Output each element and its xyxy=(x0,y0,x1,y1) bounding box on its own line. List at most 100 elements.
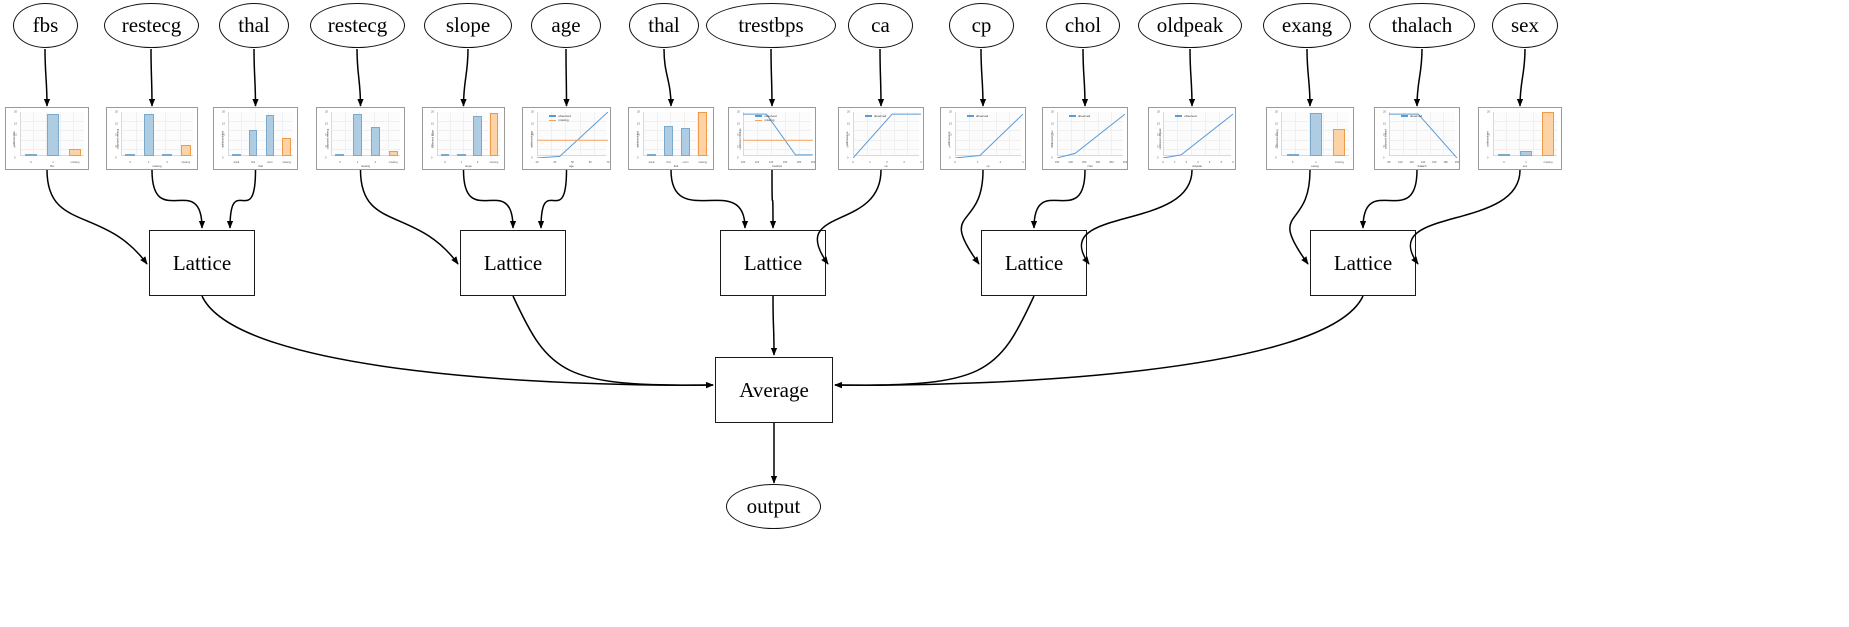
y-tick-label: 15 xyxy=(1157,122,1160,125)
x-tick-label: 160 xyxy=(1432,161,1437,164)
bar-observed-1 xyxy=(47,114,59,156)
gridline-vertical xyxy=(785,112,786,156)
average-box[interactable]: Average xyxy=(715,357,833,423)
legend-label: observed xyxy=(1184,113,1197,118)
gridline-horizontal xyxy=(331,130,400,132)
lattice-box-5[interactable]: Lattice xyxy=(1310,230,1416,296)
feature-node-age[interactable]: age xyxy=(531,3,601,48)
edge-thal-to-calibrator xyxy=(663,48,675,107)
plot-axes: observed xyxy=(955,112,1023,158)
x-tick-label: 2 xyxy=(374,161,377,164)
lattice-box-3[interactable]: Lattice xyxy=(720,230,826,296)
x-tick-label: 200 xyxy=(1454,161,1460,164)
gridline-vertical xyxy=(46,112,48,156)
edge-thal-to-calibrator xyxy=(252,48,259,107)
legend-entry-observed: observed xyxy=(966,114,988,119)
feature-node-trestbps[interactable]: trestbps xyxy=(706,3,836,48)
axis-spine xyxy=(437,112,438,156)
y-tick-label: 20 xyxy=(637,110,640,114)
legend-entry-observed: observed xyxy=(864,114,886,119)
feature-node-slope[interactable]: slope xyxy=(424,3,512,48)
gridline-vertical xyxy=(1309,112,1310,156)
legend-entry-missing: missing xyxy=(549,118,570,123)
y-tick-label: 10 xyxy=(637,133,640,137)
y-tick-label: 10 xyxy=(1275,133,1278,137)
gridline-vertical xyxy=(1070,112,1072,156)
output-node[interactable]: output xyxy=(726,484,821,529)
x-tick-label: fixd xyxy=(666,161,671,164)
bar-missing-missing xyxy=(698,112,707,156)
gridline-vertical xyxy=(463,112,464,156)
x-tick-label: 100 xyxy=(740,161,746,164)
x-tick-label: 2 xyxy=(886,161,888,164)
x-axis-label: fbs xyxy=(50,164,54,168)
bar-observed-1 xyxy=(457,154,466,156)
lattice-box-2[interactable]: Lattice xyxy=(460,230,566,296)
lattice-box-4[interactable]: Lattice xyxy=(981,230,1087,296)
y-tick-label: 10 xyxy=(115,133,118,137)
feature-node-ca[interactable]: ca xyxy=(848,3,913,48)
feature-node-chol[interactable]: chol xyxy=(1046,3,1120,48)
y-tick-label: 5 xyxy=(531,145,533,148)
feature-node-restecg-1[interactable]: restecg xyxy=(104,3,199,48)
edge-calibrator-6-to-lattice-3 xyxy=(670,169,749,229)
feature-node-exang[interactable]: exang xyxy=(1263,3,1351,48)
edge-ca-to-calibrator xyxy=(877,48,885,107)
bar-observed-fixed xyxy=(664,125,673,156)
feature-node-fbs[interactable]: fbs xyxy=(13,3,78,48)
gridline-vertical xyxy=(489,112,490,156)
axis-spine xyxy=(537,155,606,156)
x-tick-label: 180 xyxy=(1443,161,1448,164)
feature-node-thal-1[interactable]: thal xyxy=(219,3,289,48)
gridline-horizontal xyxy=(228,139,293,141)
gridline-horizontal xyxy=(1057,130,1123,132)
gridline-horizontal xyxy=(121,130,193,132)
x-axis-label: age xyxy=(569,164,574,168)
y-tick-label: 5 xyxy=(222,145,224,148)
gridline-horizontal xyxy=(1163,121,1231,123)
legend-swatch-observed xyxy=(864,115,872,117)
feature-node-thal-2[interactable]: thal xyxy=(629,3,699,48)
y-tick-label: 15 xyxy=(637,122,640,125)
feature-node-sex[interactable]: sex xyxy=(1492,3,1558,48)
edge-calibrator-2-to-lattice-1 xyxy=(226,169,257,229)
gridline-horizontal xyxy=(1389,130,1455,132)
feature-node-restecg-2[interactable]: restecg xyxy=(310,3,405,48)
axis-spine xyxy=(1281,112,1282,156)
x-tick-label: 140 xyxy=(768,161,774,164)
bar-observed-0 xyxy=(1286,154,1299,156)
y-tick-label: 10 xyxy=(1383,133,1386,137)
gridline-horizontal xyxy=(955,121,1021,123)
legend-entry-observed: observed xyxy=(1400,114,1422,119)
plot-axes xyxy=(1493,112,1557,156)
lattice-box-1[interactable]: Lattice xyxy=(149,230,255,296)
x-axis-label: oldpeak xyxy=(1192,164,1202,168)
edge-calibrator-7-to-lattice-3 xyxy=(769,169,777,229)
gridline-vertical xyxy=(165,112,167,156)
legend-swatch-missing xyxy=(549,120,557,122)
edge-lattice-3-to-average xyxy=(770,295,778,356)
x-axis-label: sex xyxy=(1522,164,1528,168)
edge-calibrator-11-to-lattice-4 xyxy=(1080,169,1193,265)
x-tick-label: 60 xyxy=(588,161,592,164)
feature-node-thalach[interactable]: thalach xyxy=(1369,3,1475,48)
feature-node-oldpeak[interactable]: oldpeak xyxy=(1138,3,1242,48)
feature-node-cp[interactable]: cp xyxy=(949,3,1014,48)
gridline-vertical xyxy=(799,112,800,156)
